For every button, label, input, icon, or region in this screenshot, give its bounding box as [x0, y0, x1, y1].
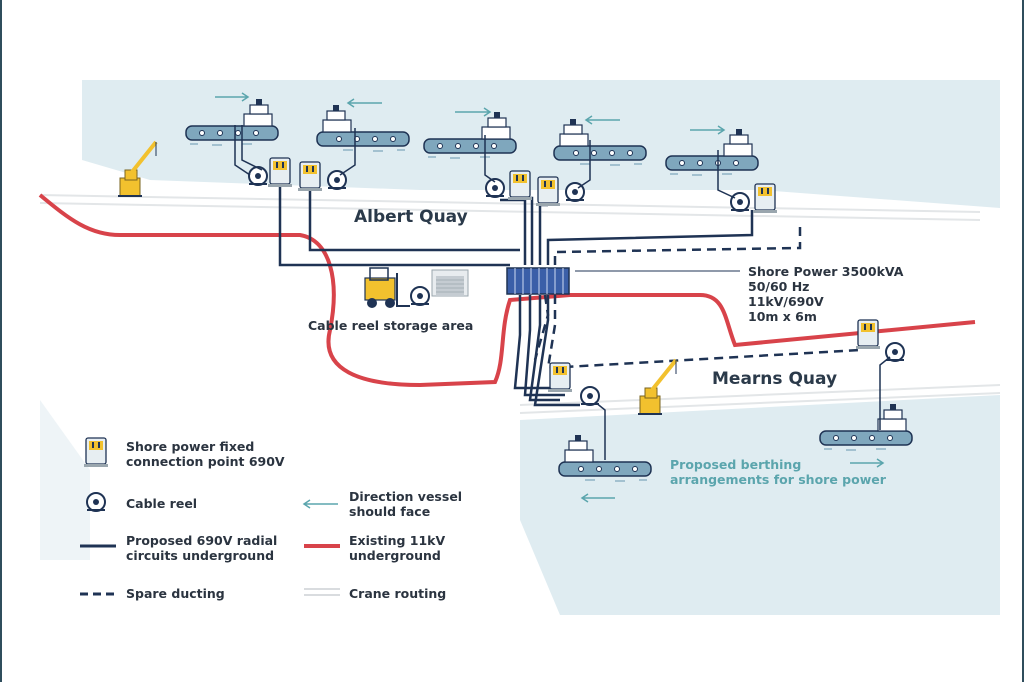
berthing-line-2: arrangements for shore power: [670, 472, 886, 487]
legend-fixed-point-text: Shore power fixed connection point 690V: [126, 439, 285, 469]
albert-quay-label: Albert Quay: [354, 207, 468, 227]
berthing-line-1: Proposed berthing: [670, 457, 802, 472]
spare-ducting: [533, 225, 861, 370]
storage-area-label: Cable reel storage area: [308, 318, 474, 333]
legend-existing-text: Existing 11kV underground: [349, 533, 445, 563]
forklift-icon: [364, 267, 410, 308]
legend-cable-reel-text: Cable reel: [126, 496, 198, 511]
legend-point-icon: [83, 437, 109, 468]
mearns-quay-label: Mearns Quay: [712, 369, 838, 389]
left-frame-border: [0, 0, 2, 682]
storage-reel-icon: [410, 286, 430, 306]
direction-arrows: [215, 92, 885, 503]
legend-radial-line-2: circuits underground: [126, 548, 275, 563]
connection-point-2: [297, 161, 323, 192]
storage-shed-icon: [431, 269, 469, 297]
connection-point-3: [507, 170, 533, 201]
shore-power-line-1: Shore Power 3500kVA: [748, 264, 904, 279]
shore-power-line-2: 50/60 Hz: [748, 279, 810, 294]
mearns-basin-water: [520, 395, 1000, 615]
shore-power-label: Shore Power 3500kVA 50/60 Hz 11kV/690V 1…: [748, 264, 903, 324]
legend-radial-text: Proposed 690V radial circuits undergroun…: [126, 533, 277, 563]
connection-point-6: [547, 362, 573, 393]
legend-radial-line-1: Proposed 690V radial: [126, 533, 278, 548]
legend-existing-line-1: Existing 11kV: [349, 533, 446, 548]
legend-direction-arrow: [302, 499, 338, 509]
legend-reel-icon: [86, 492, 106, 512]
connection-point-4: [535, 176, 561, 207]
substation-3500kva: [506, 267, 570, 295]
connection-point-7: [855, 319, 881, 350]
legend-direction-line-2: should face: [349, 504, 431, 519]
legend-direction-line-1: Direction vessel: [349, 489, 463, 504]
right-frame-border: [1022, 0, 1024, 682]
shore-power-line-4: 10m x 6m: [748, 309, 817, 324]
legend-crane-text: Crane routing: [349, 586, 447, 601]
connection-point-1: [267, 157, 293, 188]
shore-power-line-3: 11kV/690V: [748, 294, 824, 309]
legend-direction-text: Direction vessel should face: [349, 489, 462, 519]
connection-point-5: [752, 183, 778, 214]
legend-fixed-point-line-1: Shore power fixed: [126, 439, 255, 454]
legend-fixed-point-line-2: connection point 690V: [126, 454, 285, 469]
cable-reel-5: [730, 192, 750, 212]
existing-11kv-line: [38, 193, 976, 388]
legend-spare-text: Spare ducting: [126, 586, 225, 601]
legend-crane-line: [304, 588, 340, 596]
cable-reel-1: [248, 166, 268, 186]
legend-existing-line-2: underground: [349, 548, 441, 563]
berthing-label: Proposed berthing arrangements for shore…: [670, 457, 886, 487]
